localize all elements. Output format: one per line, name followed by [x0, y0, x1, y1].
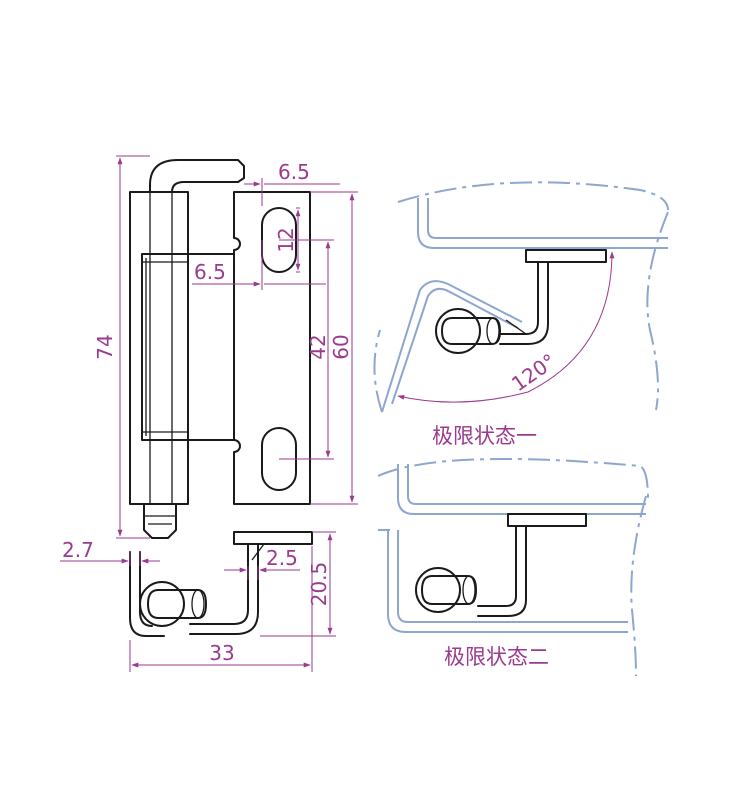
dim-hole-spacing: 42: [306, 334, 330, 359]
limit-state-2-view: 极限状态二: [377, 457, 649, 677]
dim-leaf-thickness: 2.5: [266, 546, 298, 570]
dim-side-height: 20.5: [307, 562, 331, 607]
hinge-front-view: [129, 159, 311, 539]
dim-plate-height: 60: [329, 334, 353, 359]
caption-limit-state-1: 极限状态一: [432, 424, 537, 448]
dim-slot-offset-top: 6.5: [278, 160, 310, 184]
caption-limit-state-2: 极限状态二: [444, 645, 549, 669]
dim-pin-offset: 2.7: [62, 538, 94, 562]
dim-overall-width: 33: [209, 641, 234, 665]
dim-slot-offset-mid: 6.5: [194, 260, 226, 284]
dim-overall-height: 74: [93, 334, 117, 359]
side-view-dimensions: 2.7 2.5 20.5 33: [60, 531, 336, 672]
limit-state-1-view: 120° 极限状态一: [373, 181, 669, 448]
hinge-side-view: [129, 531, 313, 637]
front-view-dimensions: 74 6.5 12 6.5 42 60: [93, 155, 358, 539]
